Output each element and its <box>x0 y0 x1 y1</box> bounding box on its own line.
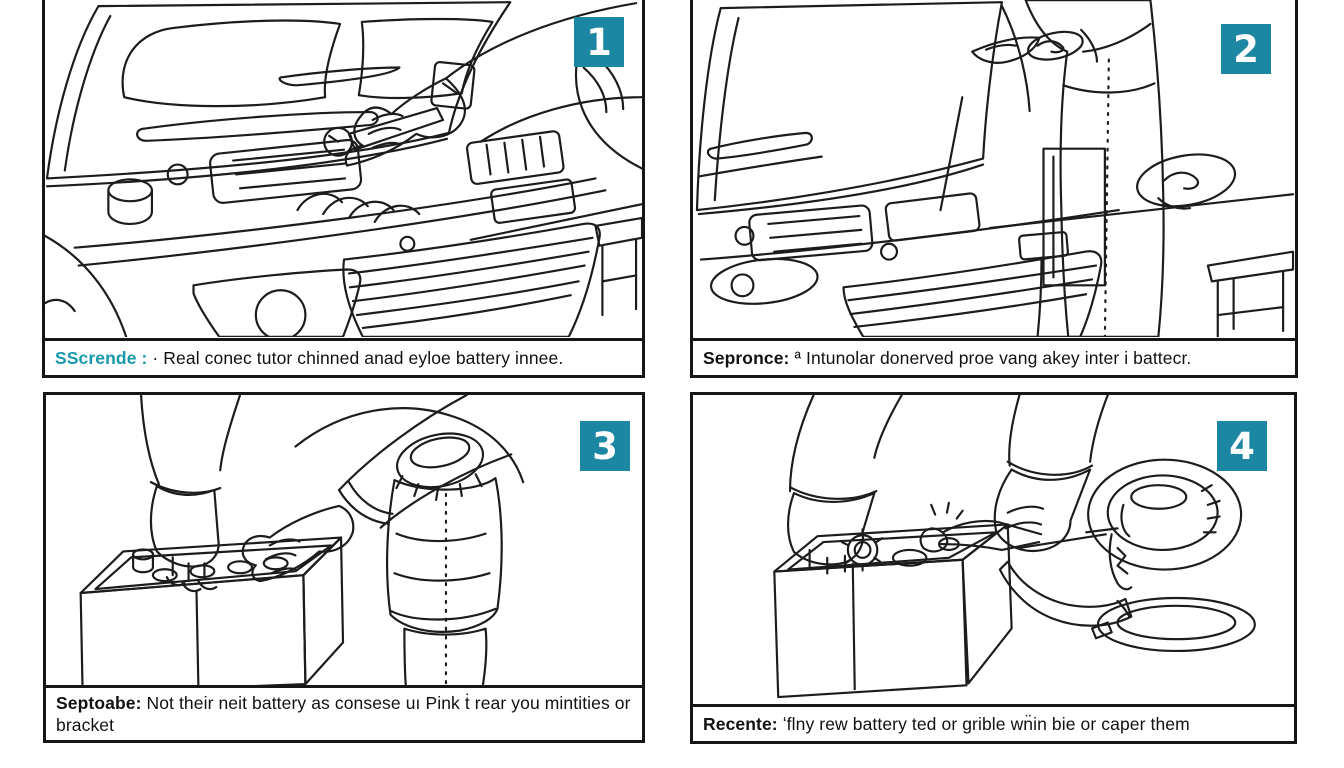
grille <box>842 250 1103 337</box>
workbench <box>594 216 642 317</box>
step-number-badge: 4 <box>1217 421 1267 471</box>
leg-patch <box>1136 153 1237 208</box>
left-arm <box>786 395 903 575</box>
step-panel-2: 2 Sepronce: ª Intunolar donerved proe va… <box>690 0 1298 378</box>
cable <box>1036 256 1043 337</box>
step4-art <box>693 395 1294 700</box>
caption-text: ª Intunolar donerved proe vang akey inte… <box>794 347 1192 368</box>
hand <box>149 484 220 568</box>
step-panel-4: 4 Recente: ʻflny rew battery ted or grib… <box>690 392 1297 744</box>
open-hood <box>45 1 512 180</box>
caption-text: Not their neit battery as consese uı Pin… <box>56 693 631 735</box>
left-arm <box>139 395 242 593</box>
wrench <box>347 107 445 151</box>
caption-label: Recente: <box>703 713 778 734</box>
held-part <box>1027 30 1084 61</box>
caption-label: SScrende : <box>55 347 148 368</box>
car-front <box>45 177 607 337</box>
step1-illustration <box>45 1 642 337</box>
caption-text: · Real conec tutor chinned anad eyloe ba… <box>152 347 564 368</box>
step-panel-1: 1 SScrende : · Real conec tutor chinned … <box>42 0 645 378</box>
car-front <box>699 208 1120 337</box>
drip-pan <box>1090 596 1256 653</box>
step1-caption: SScrende : · Real conec tutor chinned an… <box>45 337 642 375</box>
step2-caption: Sepronce: ª Intunolar donerved proe vang… <box>693 337 1295 375</box>
open-hood <box>695 1 1031 212</box>
step3-caption: Septoabe: Not their neit battery as cons… <box>46 685 642 740</box>
grille <box>342 222 601 337</box>
step3-art <box>46 395 642 693</box>
hood-prop-rod <box>939 96 964 212</box>
headlight <box>709 257 819 305</box>
engine-bay <box>45 130 577 226</box>
hand <box>344 77 466 167</box>
screwdriver <box>1018 533 1107 550</box>
step-number-badge: 1 <box>574 17 624 67</box>
step4-illustration <box>773 395 1256 699</box>
pliers <box>941 519 1043 536</box>
headlight <box>192 268 362 337</box>
car-battery <box>79 536 345 693</box>
ring-part <box>1087 458 1243 591</box>
caption-label: Septoabe: <box>56 693 142 714</box>
standing-mechanic <box>971 0 1237 337</box>
rolled-sleeve <box>385 432 503 693</box>
pointing-hand <box>971 36 1041 64</box>
door-frame <box>1042 147 1106 287</box>
step4-caption: Recente: ʻflny rew battery ted or grible… <box>693 703 1294 741</box>
step2-illustration <box>695 0 1295 337</box>
forearm <box>998 560 1133 627</box>
workbench <box>1206 250 1295 337</box>
step-panel-3: 3 Septoabe: Not their neit battery as co… <box>43 392 645 743</box>
right-arm <box>241 395 525 583</box>
right-arm-with-pliers <box>919 395 1119 553</box>
step1-art <box>45 0 642 337</box>
step-number-badge: 2 <box>1221 24 1271 74</box>
mechanic-arm <box>323 2 642 170</box>
step2-art <box>693 0 1295 337</box>
floor-line <box>469 203 642 241</box>
hand <box>786 491 876 566</box>
step3-illustration <box>79 395 525 693</box>
caption-text: ʻflny rew battery ted or grible wn̈in bi… <box>782 713 1190 734</box>
tag <box>1090 621 1113 640</box>
battery-terminal <box>132 552 155 574</box>
caption-label: Sepronce: <box>703 347 790 368</box>
step-number-badge: 3 <box>580 421 630 471</box>
hand <box>993 468 1092 552</box>
engine-bay <box>697 163 1069 337</box>
strap <box>1108 533 1133 591</box>
hand <box>241 504 355 583</box>
